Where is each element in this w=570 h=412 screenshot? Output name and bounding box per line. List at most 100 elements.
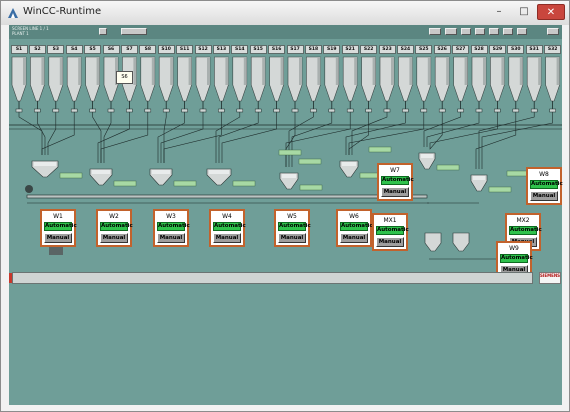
- nav-button-3[interactable]: [461, 28, 471, 35]
- silo-s2: [30, 56, 45, 109]
- automatic-button[interactable]: Automatic: [213, 222, 246, 231]
- nav-button-7[interactable]: [517, 28, 527, 35]
- silo-s29: [490, 56, 505, 109]
- header-indicator-2[interactable]: [121, 28, 147, 35]
- feeder-2: [34, 108, 41, 113]
- silo-label-s10[interactable]: S10: [157, 45, 175, 54]
- silo-label-s1[interactable]: S1: [10, 45, 28, 54]
- header-info: SCREEN LINE 1 / 1 PLANT 1: [12, 26, 49, 36]
- silo-label-s18[interactable]: S18: [304, 45, 322, 54]
- silo-label-s32[interactable]: S32: [544, 45, 562, 54]
- manual-button[interactable]: Manual: [278, 233, 306, 243]
- silo-label-s29[interactable]: S29: [488, 45, 506, 54]
- title-bar[interactable]: WinCC-Runtime – □ ✕: [1, 1, 569, 25]
- header-exit-button[interactable]: [547, 28, 559, 35]
- pipe-4: [41, 112, 75, 155]
- nav-button-5[interactable]: [489, 28, 499, 35]
- silo-label-s13[interactable]: S13: [212, 45, 230, 54]
- silo-label-s14[interactable]: S14: [231, 45, 249, 54]
- feeder-21: [383, 108, 391, 113]
- silo-s3: [48, 56, 64, 109]
- silo-label-s31[interactable]: S31: [525, 45, 543, 54]
- automatic-button[interactable]: Automatic: [500, 254, 533, 263]
- silo-s30: [508, 56, 524, 109]
- feeder-13: [236, 108, 244, 113]
- feeder-30: [549, 108, 556, 113]
- level-display-3: [368, 146, 392, 153]
- silo-label-s11[interactable]: S11: [176, 45, 194, 54]
- automatic-button[interactable]: Automatic: [157, 222, 190, 231]
- level-display-1: [278, 149, 302, 156]
- close-button[interactable]: ✕: [537, 4, 565, 20]
- nav-button-4[interactable]: [475, 28, 485, 35]
- silo-label-s30[interactable]: S30: [507, 45, 525, 54]
- manual-button[interactable]: Manual: [157, 233, 185, 243]
- pipe-11: [160, 112, 204, 163]
- manual-button[interactable]: Manual: [340, 233, 368, 243]
- panel-title: MX1: [383, 217, 397, 224]
- silo-label-s27[interactable]: S27: [452, 45, 470, 54]
- automatic-button[interactable]: Automatic: [530, 180, 563, 189]
- nav-button-1[interactable]: [429, 28, 441, 35]
- silo-s5: [85, 56, 100, 109]
- minimize-button[interactable]: –: [496, 6, 502, 17]
- silo-label-s3[interactable]: S3: [47, 45, 65, 54]
- automatic-button[interactable]: Automatic: [340, 222, 373, 231]
- feeder-26: [475, 108, 483, 113]
- silo-label-s19[interactable]: S19: [323, 45, 341, 54]
- nav-button-6[interactable]: [503, 28, 513, 35]
- wincc-app-icon: [8, 8, 18, 18]
- automatic-button[interactable]: Automatic: [381, 176, 414, 185]
- automatic-button[interactable]: Automatic: [100, 222, 133, 231]
- feeder-4: [70, 108, 78, 113]
- alarm-message-bar[interactable]: [12, 272, 533, 284]
- silo-label-s6[interactable]: S6: [102, 45, 120, 54]
- header-indicator-1[interactable]: [99, 28, 107, 35]
- automatic-button[interactable]: Automatic: [509, 226, 542, 235]
- pipe-22: [345, 112, 406, 155]
- feeder-11: [199, 108, 207, 113]
- silo-label-s21[interactable]: S21: [341, 45, 359, 54]
- silo-label-s12[interactable]: S12: [194, 45, 212, 54]
- manual-button[interactable]: Manual: [44, 233, 72, 243]
- silo-label-s16[interactable]: S16: [268, 45, 286, 54]
- maximize-button[interactable]: □: [519, 6, 529, 17]
- silo-label-s23[interactable]: S23: [378, 45, 396, 54]
- silo-label-s5[interactable]: S5: [84, 45, 102, 54]
- automatic-button[interactable]: Automatic: [44, 222, 77, 231]
- silo-label-s17[interactable]: S17: [286, 45, 304, 54]
- automatic-button[interactable]: Automatic: [376, 226, 409, 235]
- silo-label-s2[interactable]: S2: [28, 45, 46, 54]
- silo-s24: [398, 56, 413, 109]
- weigher-value-2: [113, 180, 137, 187]
- feeder-6: [107, 108, 115, 113]
- pipe-29: [478, 112, 535, 169]
- silo-label-s28[interactable]: S28: [470, 45, 488, 54]
- weigher-value-8: [488, 186, 512, 193]
- automatic-button[interactable]: Automatic: [278, 222, 311, 231]
- manual-button[interactable]: Manual: [213, 233, 241, 243]
- pipe-30: [481, 112, 553, 169]
- manual-button[interactable]: Manual: [100, 233, 128, 243]
- manual-button[interactable]: Manual: [376, 237, 404, 247]
- feeder-5: [89, 108, 96, 113]
- panel-title: W2: [109, 213, 119, 220]
- silo-label-s8[interactable]: S8: [139, 45, 157, 54]
- silo-label-s15[interactable]: S15: [249, 45, 267, 54]
- nav-button-2[interactable]: [445, 28, 457, 35]
- silo-label-s7[interactable]: S7: [120, 45, 138, 54]
- feeder-22: [402, 108, 409, 113]
- silo-label-s24[interactable]: S24: [396, 45, 414, 54]
- silo-label-s4[interactable]: S4: [65, 45, 83, 54]
- silo-label-s22[interactable]: S22: [360, 45, 378, 54]
- manual-button[interactable]: Manual: [381, 187, 409, 197]
- manual-button[interactable]: Manual: [530, 191, 558, 201]
- silo-label-s26[interactable]: S26: [433, 45, 451, 54]
- silo-label-s25[interactable]: S25: [415, 45, 433, 54]
